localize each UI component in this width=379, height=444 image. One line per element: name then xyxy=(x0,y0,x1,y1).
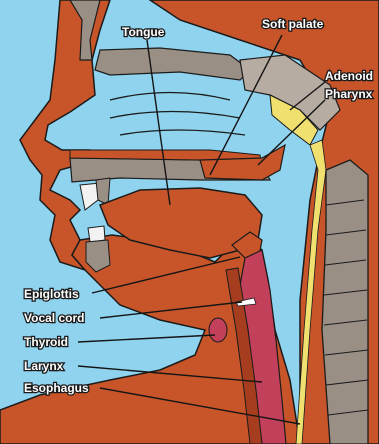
soft-palate-label: Soft palate xyxy=(262,17,324,31)
thyroid-gland xyxy=(209,318,227,342)
lower-tooth xyxy=(88,226,105,242)
adenoid-label: Adenoid xyxy=(325,69,373,83)
thyroid-label: Thyroid xyxy=(24,335,68,349)
esophagus-label: Esophagus xyxy=(24,381,89,395)
epiglottis-label: Epiglottis xyxy=(24,287,79,301)
tongue-label: Tongue xyxy=(122,25,165,39)
vocal-cord-label: Vocal cord xyxy=(24,311,84,325)
larynx-label: Larynx xyxy=(24,359,64,373)
pharynx-label: Pharynx xyxy=(325,87,373,101)
